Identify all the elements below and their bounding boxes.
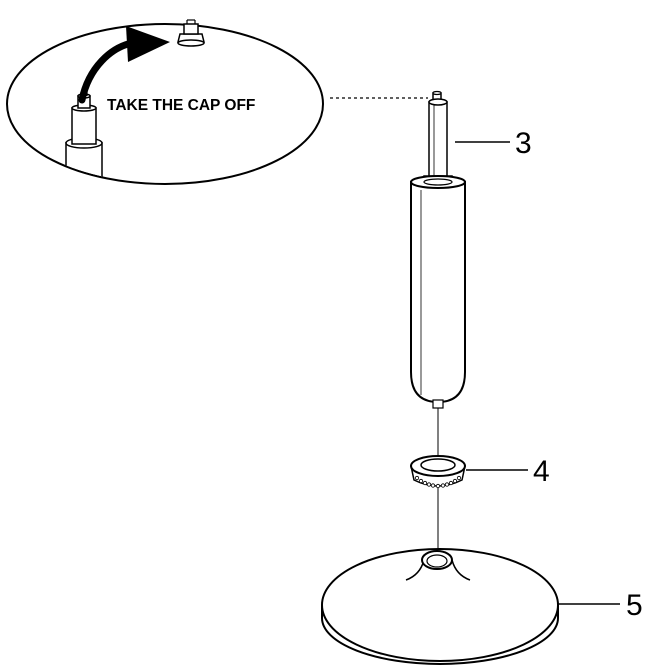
part-number-3: 3: [515, 127, 532, 160]
cap-icon: [177, 19, 205, 47]
gas-lift: [410, 90, 466, 560]
base: [321, 548, 559, 665]
callout-bubble: TAKE THE CAP OFF: [6, 19, 324, 185]
part-number-4: 4: [533, 455, 550, 488]
callout-instruction: TAKE THE CAP OFF: [107, 97, 255, 114]
ring: [410, 455, 466, 489]
curved-arrow-icon: [78, 26, 170, 104]
part-number-5: 5: [626, 589, 643, 622]
